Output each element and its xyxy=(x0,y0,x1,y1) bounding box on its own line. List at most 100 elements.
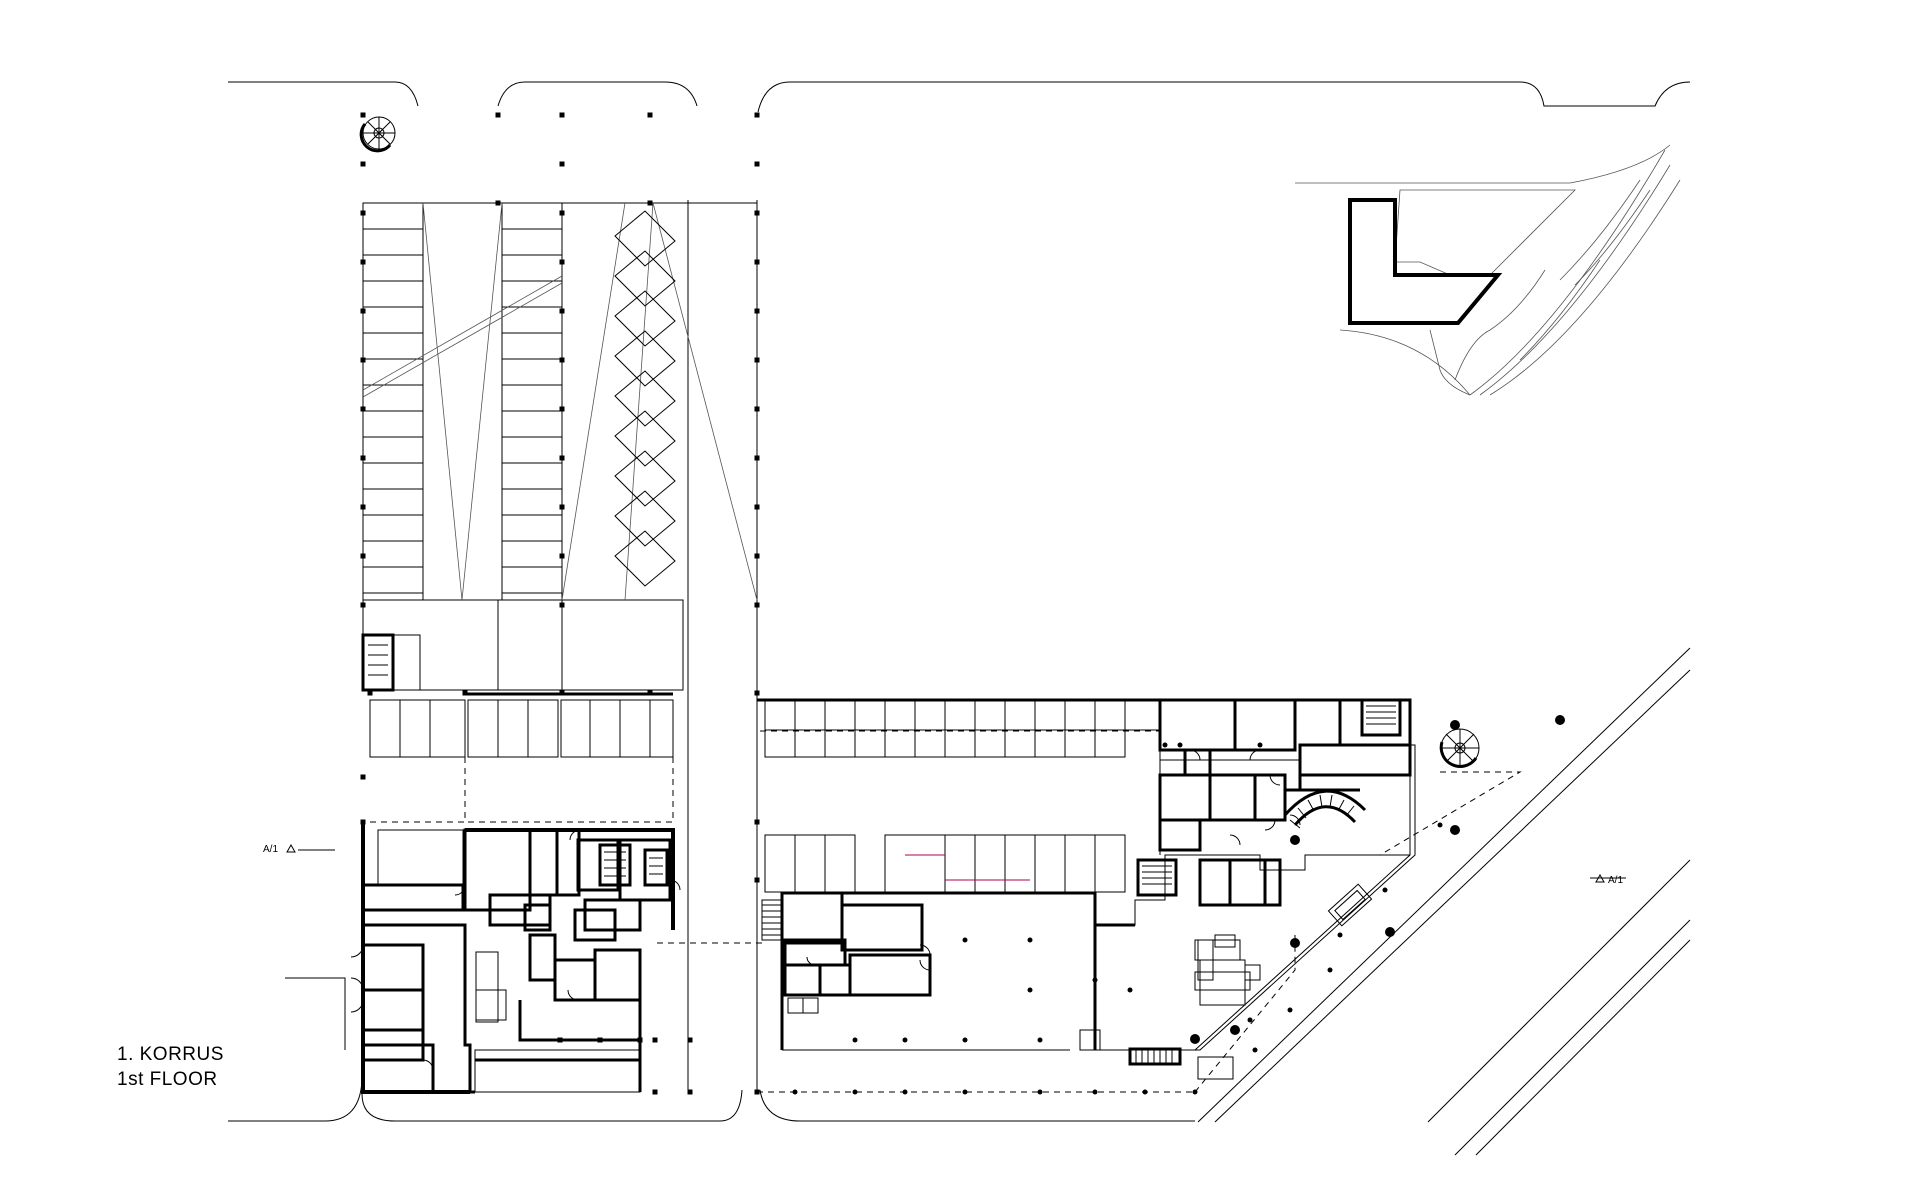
ramp-lines xyxy=(362,202,758,601)
section-marker-left-label: A/1 xyxy=(263,844,278,855)
column-marker xyxy=(559,112,565,118)
diagonal-stall xyxy=(614,450,676,507)
column-small xyxy=(1382,887,1388,893)
column-small xyxy=(1027,987,1033,993)
column-marker xyxy=(559,504,565,510)
column-marker xyxy=(360,308,366,314)
column-small xyxy=(1257,742,1263,748)
column-marker xyxy=(647,112,653,118)
column-small xyxy=(1037,1037,1043,1043)
column-marker xyxy=(559,259,565,265)
column-marker xyxy=(360,259,366,265)
column-small xyxy=(1287,1007,1293,1013)
floor-label-english: 1st FLOOR xyxy=(117,1069,218,1090)
column-small xyxy=(1037,1089,1043,1095)
column-marker xyxy=(559,161,565,167)
column-large xyxy=(1290,835,1300,845)
column-small xyxy=(1027,937,1033,943)
main-building xyxy=(1094,698,1416,1080)
column-marker xyxy=(360,602,366,608)
column-marker xyxy=(360,161,366,167)
entrance-vestibule xyxy=(1327,883,1373,927)
column-small xyxy=(1327,967,1333,973)
spiral-stair-top xyxy=(359,116,396,153)
column-large xyxy=(1290,938,1300,948)
building-block-right xyxy=(780,891,1135,1051)
building-block-left xyxy=(361,822,675,1094)
structural-columns xyxy=(360,112,760,1095)
stair-right-block xyxy=(761,899,783,941)
column-marker xyxy=(559,210,565,216)
diagonal-stall xyxy=(614,490,676,547)
column-small xyxy=(852,1089,858,1095)
column-small xyxy=(1162,742,1168,748)
column-marker xyxy=(687,1037,693,1043)
column-small xyxy=(962,1037,968,1043)
column-marker xyxy=(754,259,760,265)
stair-core-left-block xyxy=(598,843,669,887)
column-marker xyxy=(754,877,760,883)
column-small xyxy=(962,937,968,943)
column-small xyxy=(1092,977,1098,983)
column-marker xyxy=(559,406,565,412)
canopy-row-left xyxy=(369,692,674,758)
spiral-stair-right xyxy=(1439,728,1480,768)
column-marker xyxy=(360,357,366,363)
column-marker xyxy=(754,112,760,118)
column-marker xyxy=(754,455,760,461)
column-marker xyxy=(754,690,760,696)
diagonal-stall xyxy=(614,330,676,387)
column-small xyxy=(962,1089,968,1095)
diagonal-parking-stalls xyxy=(614,210,676,587)
site-outline xyxy=(228,81,1691,1156)
column-marker xyxy=(754,357,760,363)
column-small xyxy=(1092,1089,1098,1095)
column-marker xyxy=(360,210,366,216)
column-marker xyxy=(754,406,760,412)
column-small xyxy=(1142,1089,1148,1095)
column-marker xyxy=(652,1089,658,1095)
column-small xyxy=(1127,987,1133,993)
floor-label-estonian: 1. KORRUS xyxy=(117,1044,224,1065)
column-large xyxy=(1450,825,1460,835)
column-small xyxy=(852,1037,858,1043)
column-marker xyxy=(367,690,373,696)
column-marker xyxy=(652,1037,658,1043)
column-small xyxy=(1252,1047,1258,1053)
column-marker xyxy=(687,1089,693,1095)
column-small xyxy=(1337,932,1343,938)
parking-stall-stripes xyxy=(363,202,562,594)
column-marker xyxy=(754,819,760,825)
column-marker xyxy=(754,161,760,167)
section-marker-right: A/1 xyxy=(1590,873,1626,886)
column-marker xyxy=(559,308,565,314)
column-large xyxy=(1555,715,1565,725)
canopy-row-right-top xyxy=(757,698,1160,758)
column-large xyxy=(1450,720,1460,730)
curved-stair xyxy=(1283,789,1367,829)
column-marker xyxy=(559,602,565,608)
section-marker-left: A/1 xyxy=(263,843,335,855)
column-small xyxy=(1192,1089,1198,1095)
main-building-columns xyxy=(792,715,1565,1095)
column-marker xyxy=(559,455,565,461)
diagonal-stall xyxy=(614,210,676,267)
canopy-row-right-bottom xyxy=(764,834,1126,893)
diagonal-stall xyxy=(614,370,676,427)
column-marker xyxy=(754,308,760,314)
column-marker xyxy=(495,112,501,118)
column-small xyxy=(1177,742,1183,748)
column-large xyxy=(1385,927,1395,937)
column-large xyxy=(1230,1025,1240,1035)
section-marker-right-label: A/1 xyxy=(1608,875,1623,886)
column-small xyxy=(1247,1017,1253,1023)
column-marker xyxy=(360,406,366,412)
column-marker xyxy=(559,553,565,559)
key-plan xyxy=(1295,144,1681,396)
column-small xyxy=(792,1089,798,1095)
column-marker xyxy=(754,504,760,510)
column-marker xyxy=(360,455,366,461)
diagonal-stall xyxy=(614,250,676,307)
diagonal-stall xyxy=(614,410,676,467)
stair-core-parking xyxy=(361,633,421,692)
